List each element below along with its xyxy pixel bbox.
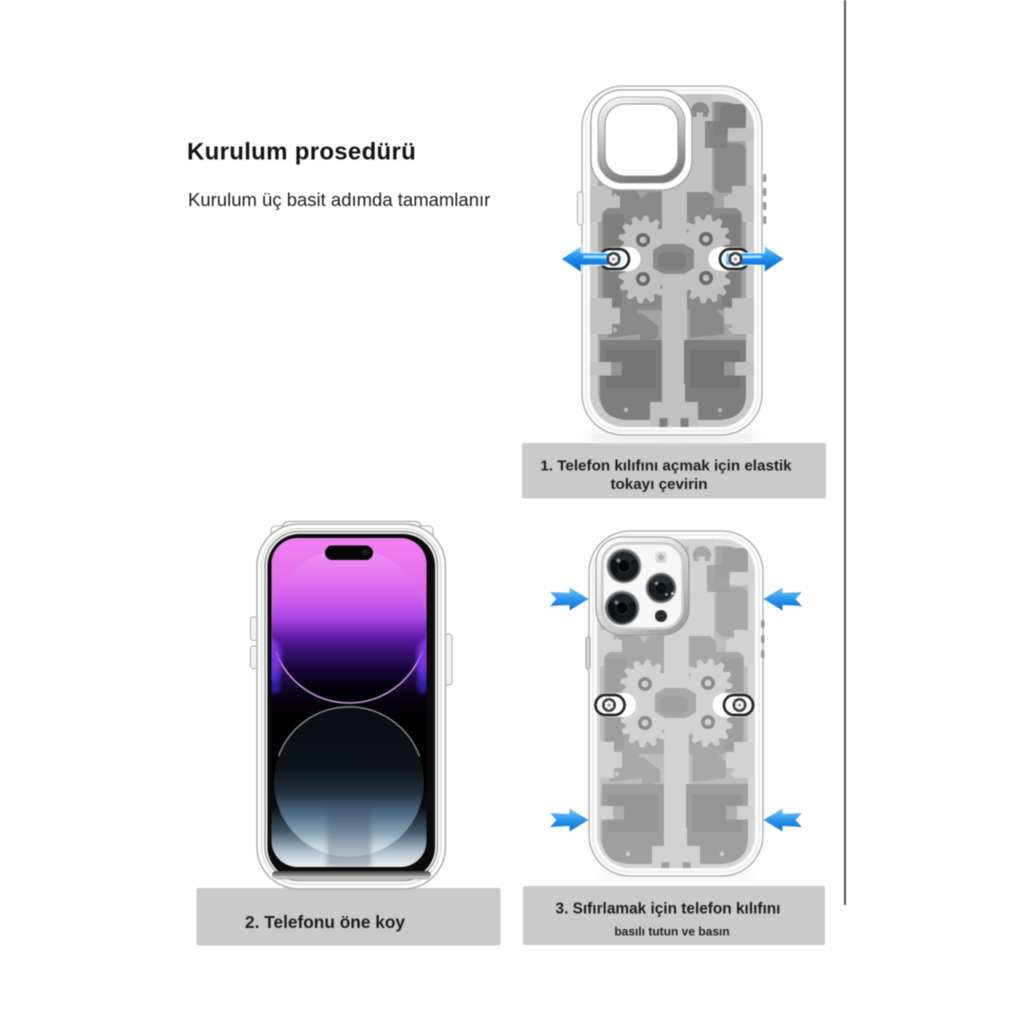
- svg-text:Kurulum üç basit adımda tamaml: Kurulum üç basit adımda tamamlanır: [188, 189, 490, 210]
- svg-text:basılı tutun ve basın: basılı tutun ve basın: [614, 925, 729, 939]
- svg-text:1. Telefon kılıfını açmak için: 1. Telefon kılıfını açmak için elastik: [540, 458, 792, 475]
- svg-text:3. Sıfırlamak için telefon kıl: 3. Sıfırlamak için telefon kılıfını: [556, 901, 781, 918]
- svg-text:2. Telefonu öne koy: 2. Telefonu öne koy: [245, 912, 405, 932]
- svg-text:tokayı çevirin: tokayı çevirin: [610, 476, 707, 493]
- svg-text:Kurulum prosedürü: Kurulum prosedürü: [187, 139, 416, 166]
